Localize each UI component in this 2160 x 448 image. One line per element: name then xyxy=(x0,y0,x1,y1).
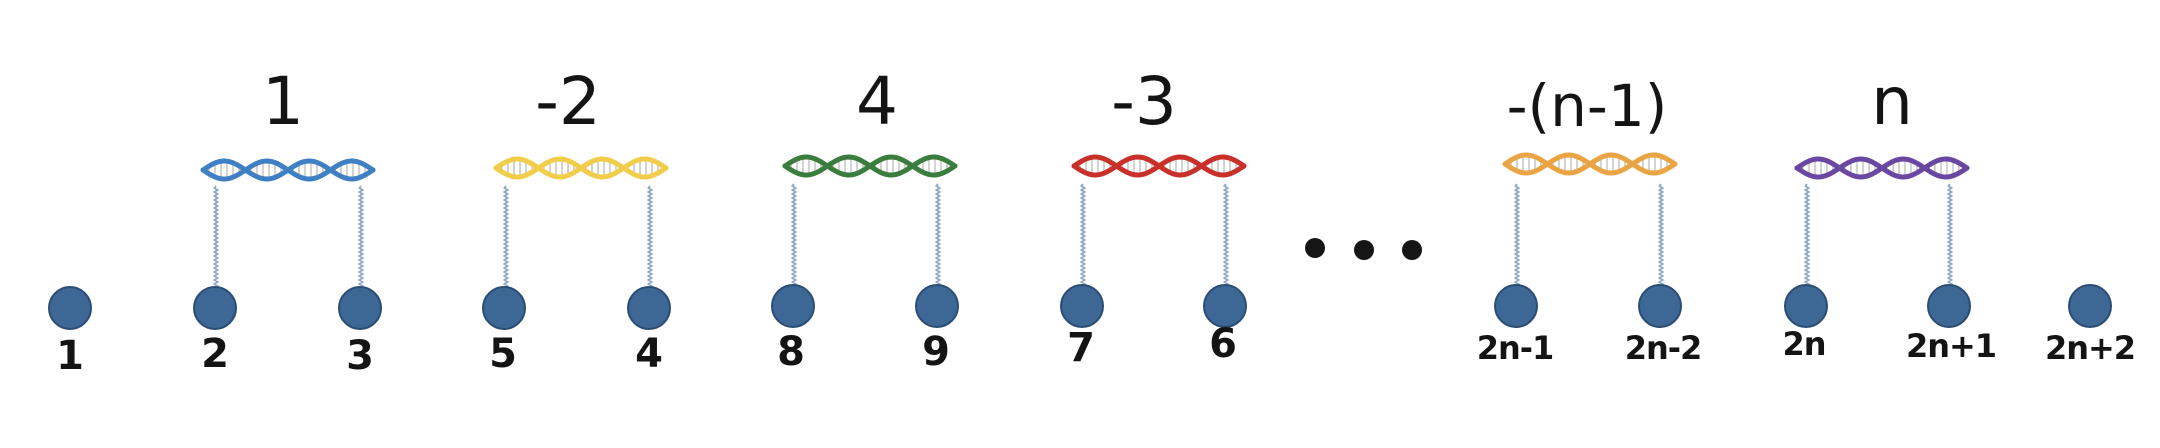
helix-strand-b xyxy=(1071,154,1247,178)
dna-helix-icon xyxy=(1502,152,1678,176)
tether-strand xyxy=(1513,183,1521,303)
dna-helix-icon xyxy=(782,154,958,178)
link-weight-label: n xyxy=(1871,63,1913,140)
bead xyxy=(48,286,92,330)
bead-label: 2n+1 xyxy=(1905,327,1997,365)
tether-strand xyxy=(1946,183,1954,303)
tether-line xyxy=(790,183,798,303)
bead xyxy=(1638,284,1682,328)
tether-line xyxy=(1222,183,1230,303)
bead xyxy=(771,284,815,328)
tether-strand xyxy=(934,183,942,303)
tether-strand xyxy=(1222,183,1230,303)
bead-label: 4 xyxy=(635,331,663,377)
tether-line xyxy=(1657,183,1665,303)
tether-line xyxy=(1803,183,1811,303)
tether-strand xyxy=(1657,183,1665,303)
tether-strand xyxy=(646,185,654,305)
link-weight-label: -3 xyxy=(1111,63,1177,140)
tether-line xyxy=(934,183,942,303)
tether-line xyxy=(1079,183,1087,303)
link-weight-label: -(n-1) xyxy=(1506,72,1668,140)
ellipsis-dot xyxy=(1305,238,1325,258)
tether-line xyxy=(502,185,510,305)
helix-strand-b xyxy=(782,154,958,178)
bead xyxy=(1060,284,1104,328)
dna-helix-icon xyxy=(1071,154,1247,178)
link-weight-label: -2 xyxy=(535,63,601,140)
bead-label: 2 xyxy=(201,331,229,377)
bead xyxy=(2068,284,2112,328)
ellipsis-icon xyxy=(1300,238,1430,262)
bead xyxy=(1494,284,1538,328)
tether-strand xyxy=(1079,183,1087,303)
tether-strand xyxy=(357,185,365,305)
helix-strand-b xyxy=(1502,152,1678,176)
tether-line xyxy=(646,185,654,305)
tether-line xyxy=(212,185,220,305)
dna-helix-icon xyxy=(493,156,669,180)
bead-label: 3 xyxy=(346,333,374,379)
tether-strand xyxy=(1803,183,1811,303)
dna-helix-icon xyxy=(1794,156,1970,180)
ellipsis-dot xyxy=(1402,240,1422,260)
bead-label: 2n xyxy=(1782,325,1826,363)
bead xyxy=(1927,284,1971,328)
helix-strand-b xyxy=(1794,156,1970,180)
bead xyxy=(193,286,237,330)
ellipsis-dot xyxy=(1354,240,1374,260)
dna-helix-icon xyxy=(200,158,376,182)
bead-label: 2n+2 xyxy=(2044,329,2136,367)
bead-label: 2n-2 xyxy=(1624,329,1703,367)
link-weight-label: 1 xyxy=(262,63,304,140)
bead-label: 7 xyxy=(1067,325,1095,371)
helix-strand-b xyxy=(200,158,376,182)
helix-strand-b xyxy=(493,156,669,180)
tether-line xyxy=(1513,183,1521,303)
bead xyxy=(482,286,526,330)
bead xyxy=(627,286,671,330)
tether-line xyxy=(357,185,365,305)
bead-label: 8 xyxy=(777,329,805,375)
bead xyxy=(1203,284,1247,328)
bead-label: 5 xyxy=(489,331,517,377)
tether-strand xyxy=(790,183,798,303)
bead xyxy=(338,286,382,330)
tether-strand xyxy=(212,185,220,305)
link-weight-label: 4 xyxy=(856,63,898,140)
bead-label: 2n-1 xyxy=(1476,329,1555,367)
tether-strand xyxy=(502,185,510,305)
bead-label: 9 xyxy=(922,329,950,375)
bead-label: 1 xyxy=(56,333,84,379)
bead xyxy=(915,284,959,328)
bead-label: 6 xyxy=(1209,321,1237,367)
tether-line xyxy=(1946,183,1954,303)
bead xyxy=(1784,284,1828,328)
